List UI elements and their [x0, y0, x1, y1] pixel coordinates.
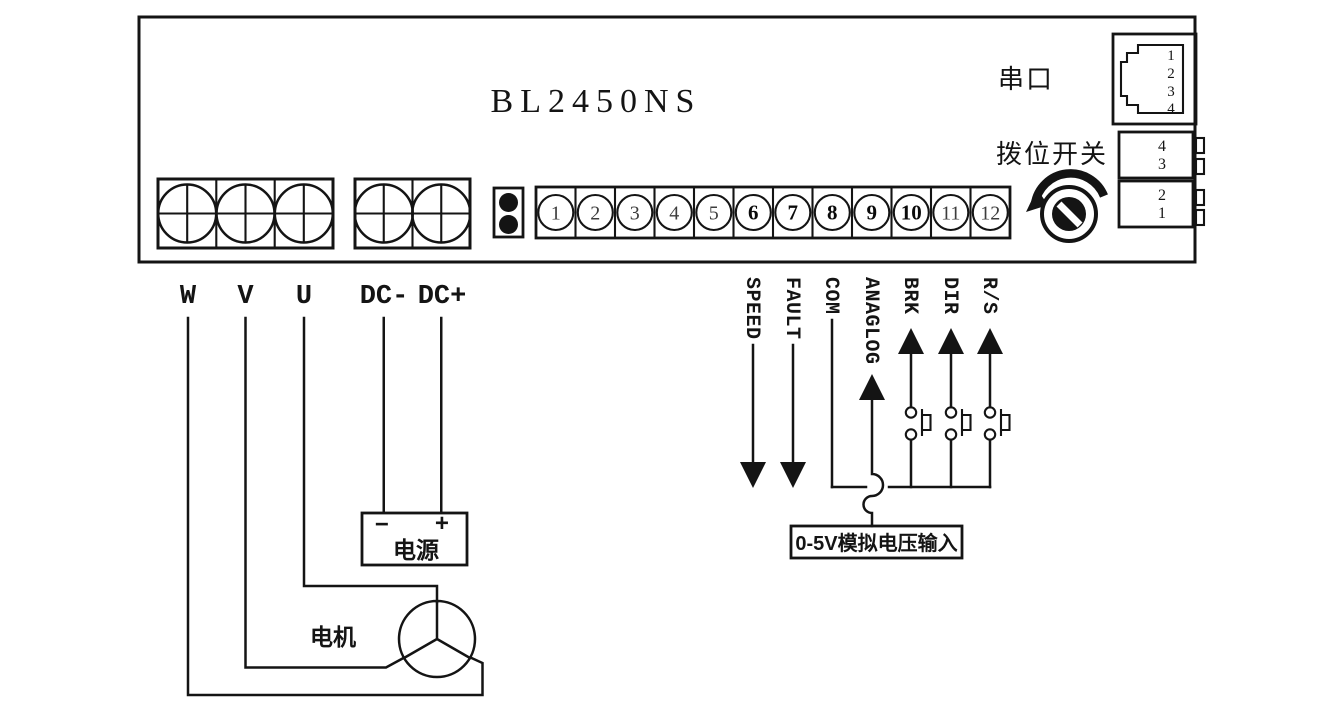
- minus-sign: −: [375, 513, 389, 540]
- switch-contact: [944, 406, 958, 419]
- terminal-number: 12: [980, 203, 1000, 225]
- rj-pin-label: 4: [1167, 101, 1175, 117]
- arrow-up-icon: [898, 328, 924, 354]
- switch-contact: [983, 406, 997, 419]
- power-supply-label: 电源: [393, 537, 439, 563]
- motor-label: 电机: [310, 624, 356, 650]
- switch-contact: [904, 428, 918, 441]
- serial-port-label: 串口: [998, 64, 1054, 94]
- switch-contact: [904, 406, 918, 419]
- signal-label-rs: R/S: [977, 277, 1000, 315]
- switch-contact: [983, 428, 997, 441]
- arrow-up-icon: [977, 328, 1003, 354]
- dip-switch-label: 拨位开关: [996, 139, 1108, 169]
- pushbutton-actuator: [999, 409, 1011, 436]
- dip-pin-label: 2: [1158, 187, 1166, 204]
- dip-pin-label: 4: [1158, 138, 1166, 155]
- terminal-circle: [774, 193, 812, 232]
- wire-w: [186, 316, 484, 697]
- connector-tab: [1194, 136, 1206, 155]
- terminal-dividers: [574, 187, 972, 238]
- signal-label-dir: DIR: [938, 277, 961, 315]
- analog-input-label: 0-5V模拟电压输入: [795, 531, 957, 555]
- terminal-number: 8: [827, 201, 838, 225]
- terminal-number: 10: [901, 201, 922, 225]
- phase-u-label: U: [296, 282, 312, 312]
- wire-speed: [740, 343, 766, 488]
- rj-pin-label: 1: [1167, 48, 1175, 64]
- terminal-number: 5: [709, 203, 719, 225]
- terminal-circle: [853, 193, 891, 232]
- dip-pin-label: 1: [1158, 205, 1166, 222]
- signal-label-fault: FAULT: [780, 277, 803, 340]
- arrow-down-icon: [780, 462, 806, 488]
- wire-hop: [862, 398, 885, 528]
- terminal-circle: [971, 193, 1009, 232]
- terminal-circle: [813, 193, 851, 232]
- switch-contact: [944, 428, 958, 441]
- signal-terminal-strip: 1 2 3 4 5 6 7 8 9 10 11 12: [534, 185, 1012, 240]
- dip-pin-label: 3: [1158, 156, 1166, 173]
- terminal-circle: [734, 193, 772, 232]
- terminal-number: 1: [551, 203, 561, 225]
- dc-plus-label: DC+: [418, 282, 467, 312]
- dip-connector-bottom: 2 1: [1117, 179, 1206, 229]
- terminal-number: 6: [748, 201, 759, 225]
- rj-pin-label: 2: [1167, 66, 1175, 82]
- rj-jack-profile: [1119, 43, 1185, 115]
- terminal-circle: [655, 193, 693, 232]
- dip-connector-top: 4 3: [1117, 130, 1206, 180]
- terminal-circle: [537, 193, 575, 232]
- dc-minus-label: DC-: [360, 282, 409, 312]
- connector-tab: [1194, 208, 1206, 227]
- arrow-down-icon: [740, 462, 766, 488]
- rj-pin-label: 3: [1167, 84, 1175, 100]
- wire-anaglog: [859, 374, 885, 528]
- connector-tab: [1194, 188, 1206, 207]
- power-terminal-block-dc: [353, 177, 472, 250]
- pushbutton-actuator: [960, 409, 972, 436]
- pushbutton-actuator: [920, 409, 932, 436]
- arrow-up-icon: [859, 374, 885, 400]
- power-terminal-block-wvu: [156, 177, 335, 250]
- terminal-circle: [932, 193, 970, 232]
- terminal-circle: [576, 193, 614, 232]
- terminal-number: 11: [941, 203, 960, 225]
- signal-label-brk: BRK: [898, 277, 921, 315]
- motor-windings: [402, 600, 472, 660]
- wire-u: [302, 316, 439, 604]
- wire-brk-switch: [898, 328, 932, 489]
- wire-v: [244, 316, 406, 669]
- terminal-number: 4: [669, 203, 679, 225]
- arrow-up-icon: [938, 328, 964, 354]
- phase-w-label: W: [180, 282, 197, 312]
- connector-pin-dot: [499, 193, 518, 212]
- terminal-circle: [892, 193, 930, 232]
- signal-label-com: COM: [819, 277, 842, 315]
- signal-label-speed: SPEED: [740, 277, 763, 340]
- serial-port-jack: 1 2 3 4: [1111, 32, 1198, 126]
- terminal-number: 3: [630, 203, 640, 225]
- analog-input-box: 0-5V模拟电压输入: [789, 524, 964, 560]
- board-title: BL2450NS: [491, 83, 702, 120]
- status-connector: [492, 186, 525, 239]
- terminal-number: 9: [867, 201, 878, 225]
- terminal-circle: [616, 193, 654, 232]
- wire-fault: [780, 343, 806, 488]
- terminal-number: 2: [590, 203, 600, 225]
- terminal-circle: [695, 193, 733, 232]
- power-supply-box: − + 电源: [360, 511, 469, 567]
- wire-dir-switch: [938, 328, 972, 489]
- terminal-number: 7: [788, 201, 799, 225]
- connector-pin-dot: [499, 215, 518, 234]
- motor-symbol: [397, 599, 477, 679]
- plus-sign: +: [435, 512, 449, 539]
- screw-slot: [1056, 201, 1083, 228]
- phase-v-label: V: [237, 282, 254, 312]
- connector-tab: [1194, 157, 1206, 176]
- rotary-switch-icon: [1026, 169, 1108, 243]
- signal-label-anaglog: ANAGLOG: [859, 277, 882, 365]
- wire-rs-switch: [977, 328, 1011, 489]
